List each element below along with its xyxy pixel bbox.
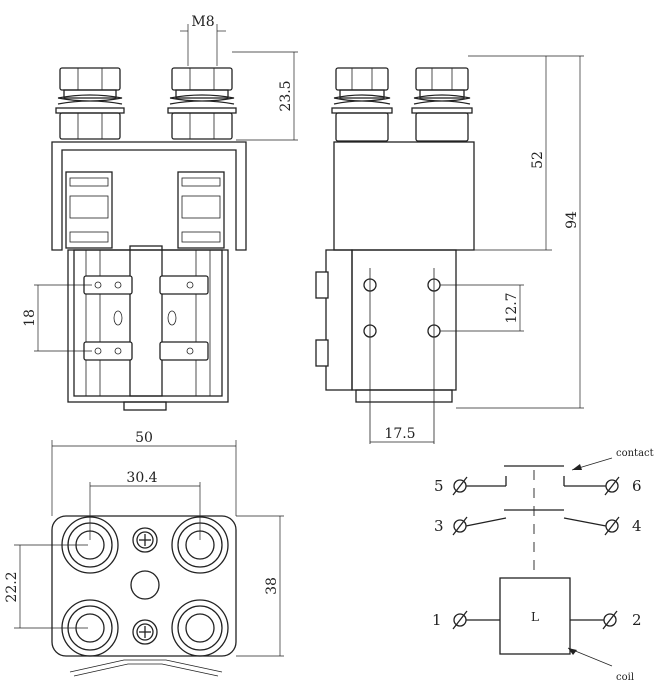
- bottom-view: 50 30.4: [4, 430, 284, 677]
- contact-label: contact: [616, 448, 654, 459]
- side-stud-right: [411, 67, 473, 142]
- base-stud-top-right: [171, 516, 229, 574]
- screw-top: [132, 527, 158, 553]
- terminal-6-label: 6: [632, 477, 642, 495]
- side-terminal-dim-label: 12.7: [504, 292, 520, 323]
- screw-bottom: [132, 619, 158, 645]
- terminal-stud-left: [55, 67, 125, 140]
- terminal-height-dim-label: 23.5: [278, 80, 294, 111]
- base-stud-bottom-right: [171, 599, 229, 657]
- side-offset-dim-label: 17.5: [384, 426, 415, 442]
- coil-terminal-dim-label: 18: [22, 309, 38, 327]
- terminal-4-label: 4: [632, 517, 642, 535]
- center-hole: [130, 570, 160, 600]
- terminal-5-label: 5: [434, 477, 444, 495]
- front-view: M8 23.5: [22, 14, 298, 411]
- body-height-dim-label: 52: [530, 151, 546, 169]
- base-width-dim-label: 50: [135, 430, 153, 446]
- stud-spacing-y-dim-label: 22.2: [4, 571, 20, 602]
- total-height-dim-label: 94: [564, 211, 580, 229]
- side-view: 12.7 52 94 17.5: [315, 55, 584, 444]
- terminal-1-label: 1: [432, 611, 442, 629]
- coil-symbol: L: [531, 610, 539, 624]
- wiring-schematic: contact 5 6 3 4 L 1: [432, 448, 654, 683]
- base-depth-dim-label: 38: [264, 577, 280, 595]
- side-stud-left: [331, 67, 393, 142]
- coil-label: coil: [616, 672, 634, 683]
- terminal-stud-right: [167, 67, 237, 140]
- terminal-3-label: 3: [434, 517, 444, 535]
- stud-spacing-x-dim-label: 30.4: [126, 470, 157, 486]
- terminal-2-label: 2: [632, 611, 642, 629]
- thread-dim-label: M8: [191, 14, 214, 30]
